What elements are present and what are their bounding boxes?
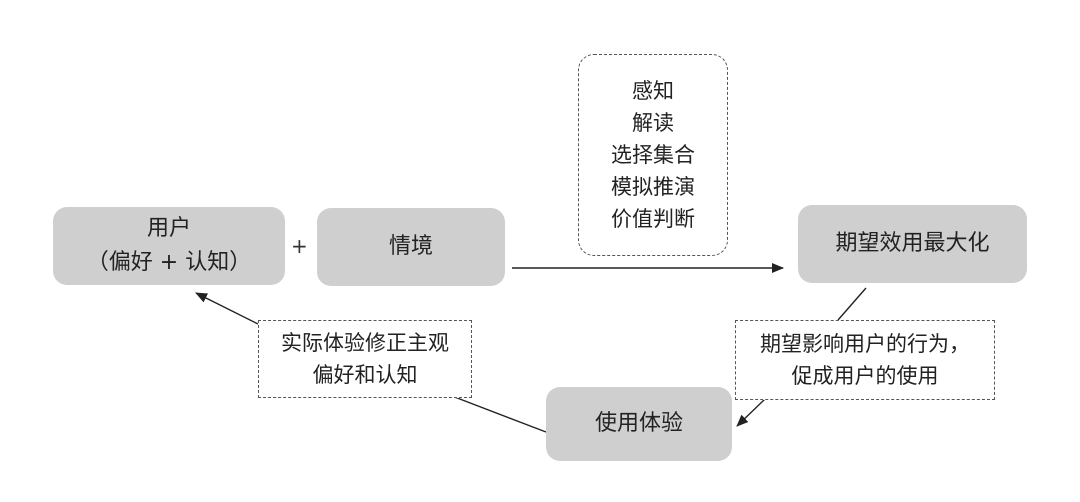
line-utility-to-label <box>837 287 867 321</box>
label-correction-line2: 偏好和认知 <box>312 363 418 387</box>
node-usage-experience: 使用体验 <box>546 387 732 461</box>
node-user-title: 用户 <box>146 216 191 241</box>
process-step: 解读 <box>632 111 674 135</box>
node-user: 用户 （偏好 + 认知） <box>53 207 285 285</box>
label-experience-correction: 实际体验修正主观 偏好和认知 <box>258 320 472 398</box>
label-correction-line1: 实际体验修正主观 <box>281 331 449 355</box>
plus-sign: + <box>291 234 308 258</box>
node-user-subtitle: （偏好 + 认知） <box>86 250 252 275</box>
label-expectation-line1: 期望影响用户的行为， <box>760 332 970 356</box>
label-expectation-influence: 期望影响用户的行为， 促成用户的使用 <box>735 320 995 400</box>
line-experience-to-label <box>451 395 547 433</box>
process-steps-box: 感知 解读 选择集合 模拟推演 价值判断 <box>578 54 728 256</box>
process-step: 选择集合 <box>611 143 695 167</box>
process-step: 价值判断 <box>611 207 695 231</box>
node-context: 情境 <box>317 208 505 286</box>
process-step: 感知 <box>632 79 674 103</box>
node-expected-utility: 期望效用最大化 <box>798 205 1027 283</box>
label-expectation-line2: 促成用户的使用 <box>791 364 939 388</box>
arrow-label-to-user <box>195 292 259 325</box>
node-context-label: 情境 <box>388 234 433 259</box>
arrow-label-to-experience <box>736 398 766 427</box>
node-usage-experience-label: 使用体验 <box>594 411 683 436</box>
process-step: 模拟推演 <box>611 175 695 199</box>
node-expected-utility-label: 期望效用最大化 <box>835 231 990 256</box>
